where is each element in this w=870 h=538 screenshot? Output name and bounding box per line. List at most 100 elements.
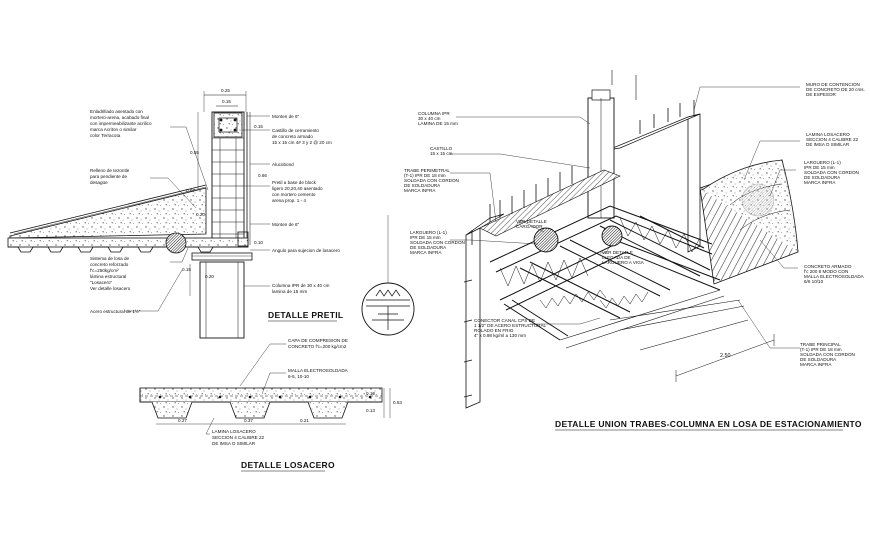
pretil-dim-bot1: 0.15 [182,267,191,272]
svg-text:"Losacero": "Losacero" [90,280,113,285]
pretil-detail: 0.25 0.15 0.55 0.15 0.66 [7,88,343,339]
svg-text:DE ESPESOR: DE ESPESOR [806,92,837,97]
svg-text:DE SOLDADURA: DE SOLDADURA [804,175,841,180]
svg-text:VER DETALLE: VER DETALLE [516,219,547,224]
note-conector: CONECTOR CANAL CPS DE 1 1/2" DE ACERO ES… [474,318,547,338]
note-larguero-right: LARGUERO (L-1) IPR DE 15 mm SOLDADA CON … [804,160,859,185]
note-malla: MALLA ELECTROSOLDADA 6-6, 10-10 [288,368,349,379]
svg-text:lamina de 15 mm: lamina de 15 mm [272,289,307,294]
svg-text:TRABE PERIMETRAL: TRABE PERIMETRAL [404,168,450,173]
svg-text:arena prop. 1 - 4: arena prop. 1 - 4 [272,198,306,203]
svg-text:(T-1) IPR DE 18 mm: (T-1) IPR DE 18 mm [800,347,842,352]
svg-text:MARCA INFRA: MARCA INFRA [804,180,836,185]
note-trabe-principal: TRABE PRINCIPAL (T-1) IPR DE 18 mm SOLDA… [800,342,855,367]
svg-text:LLEGADA DE: LLEGADA DE [602,255,631,260]
svg-text:con mortero cemento: con mortero cemento [272,192,316,197]
losacero-dim-1: 0.27 [178,418,187,423]
svg-text:SOLDADA CON CORDON: SOLDADA CON CORDON [410,240,465,245]
svg-text:LAMINA LOSACERO: LAMINA LOSACERO [806,132,850,137]
compression-layer [139,387,383,403]
losacero-dim-3: 0.21 [300,418,309,423]
svg-text:Relleno de tezontle: Relleno de tezontle [90,168,130,173]
note-relleno: Relleno de tezontle para pendiente de de… [90,168,130,185]
svg-text:Sistema de losa de: Sistema de losa de [90,256,130,261]
note-trabe-perimetral: TRABE PERIMETRAL (T-1) IPR DE 18 mm SOLD… [404,168,459,193]
svg-text:MALLA ELECTROSOLDADA: MALLA ELECTROSOLDADA [288,368,349,373]
note-angulo: Angulo para sujecion de losacero [272,248,340,253]
pretil-dim-side: 0.15 [254,124,263,129]
svg-text:CONECTOR CANAL CPS DE: CONECTOR CANAL CPS DE [474,318,535,323]
note-pretil-block: Pretil a base de block ligero 20,20,40 a… [272,180,323,203]
note-larguero-left: LARGUERO (L-1) IPR DE 15 mm SOLDADA CON … [410,230,465,255]
note-alucobond: Alucobond [272,162,294,167]
svg-text:SOLDADA CON CORDON: SOLDADA CON CORDON [800,352,855,357]
note-castillo: Castillo de cerramiento de concreto arma… [272,128,332,145]
svg-text:6/6 10/10: 6/6 10/10 [804,279,824,284]
svg-text:30 x 40 cm: 30 x 40 cm [418,116,441,121]
svg-text:TRABE PRINCIPAL: TRABE PRINCIPAL [800,342,841,347]
svg-text:1 1/2" DE ACERO ESTRUCTURAL: 1 1/2" DE ACERO ESTRUCTURAL [474,323,547,328]
svg-text:con impermeabilizante acrilico: con impermeabilizante acrilico [90,121,152,126]
retaining-wall [687,113,701,253]
note-monten-top: Monten de 6" [272,114,300,119]
note-sistema-losa: Sistema de losa de concreto reforzado f'… [90,256,131,291]
note-acero: Acero estructural de 1½" [90,308,141,314]
svg-text:15 x 15 cm: 15 x 15 cm [430,151,453,156]
svg-text:VER DETALLE: VER DETALLE [602,250,633,255]
losacero-detail: 0.27 0.37 0.21 0.10 0.13 0.53 CAPA DE CO… [139,338,402,472]
svg-text:LAMINA DE 15 mm: LAMINA DE 15 mm [418,121,458,126]
note-concreto-armado: CONCRETO ARMADO f'c 200 8 MODO CON MALLA… [804,264,865,284]
note-capa-compresion: CAPA DE COMPRESION DE CONCRETO f'c=200 k… [288,338,348,349]
castillo-cerramiento [213,112,243,138]
svg-text:DE SOLDADURA: DE SOLDADURA [404,183,441,188]
svg-text:Enladrillado asentado con: Enladrillado asentado con [90,109,143,114]
svg-text:4" x 0.98 kg/ml a 130 mm: 4" x 0.98 kg/ml a 130 mm [474,333,526,338]
svg-text:color Terracota: color Terracota [90,133,121,138]
note-monten-bot: Monten de 6" [272,222,300,227]
note-enladrillado: Enladrillado asentado con mortero-arena,… [90,109,152,138]
svg-text:MARCA INFRA: MARCA INFRA [410,250,442,255]
note-lamina: LAMINA LOSACERO SECCION 4 CALIBRE 22 DE … [212,429,265,446]
note-ver-llegada: VER DETALLE LLEGADA DE LARGUERO A VIGA [602,250,645,265]
svg-text:(T-1) IPR DE 18 mm: (T-1) IPR DE 18 mm [404,173,446,178]
pretil-title: DETALLE PRETIL [268,310,343,320]
union-title: DETALLE UNION TRABES-COLUMNA EN LOSA DE … [555,419,862,429]
losacero-title: DETALLE LOSACERO [241,460,335,470]
note-castillo-iso: CASTILLO 15 x 15 cm [430,146,453,156]
pretil-dim-inner: 0.15 [222,99,231,104]
union-dim: 2.50 [720,353,731,359]
callout-circle [165,232,187,254]
svg-text:DE IMSA O SIMILAR: DE IMSA O SIMILAR [212,441,256,446]
svg-text:15 x 15 cm 4# 3 y 2 @ 20 cm: 15 x 15 cm 4# 3 y 2 @ 20 cm [272,140,332,145]
note-muro-contencion: MURO DE CONTENCION DE CONCRETO DE 20 cms… [806,82,865,97]
union-detail: 2.50 COLUMNA IPR 30 x 40 cm LAMINA DE 15… [361,70,865,431]
ipr-column [199,261,245,339]
pretil-dim-bot2: 0.20 [205,274,214,279]
svg-text:MARCA INFRA: MARCA INFRA [800,362,832,367]
note-lamina-losacero: LAMINA LOSACERO SECCION 4 CALIBRE 22 DE … [806,132,859,147]
svg-text:concreto reforzado: concreto reforzado [90,262,129,267]
note-columna: Columna IPR de 30 x 40 cm lamina de 15 m… [272,283,330,294]
svg-text:IPR DE 15 mm: IPR DE 15 mm [804,165,835,170]
pretil-dim-mid: 0.66 [258,173,267,178]
svg-text:LARGUERO A VIGA: LARGUERO A VIGA [602,260,645,265]
svg-text:SECCION 4 CALIBRE 22: SECCION 4 CALIBRE 22 [212,435,265,440]
svg-text:ROLADO EN FRIO: ROLADO EN FRIO [474,328,514,333]
svg-text:CASTILLO: CASTILLO [430,146,453,151]
svg-text:SOLDADA CON CORDON: SOLDADA CON CORDON [404,178,459,183]
callout-circle-2 [601,225,623,247]
block-courses [212,137,244,244]
svg-text:COLUMNA IPR: COLUMNA IPR [418,111,450,116]
steel-beam [191,252,253,261]
svg-text:desagüe: desagüe [90,180,108,185]
svg-text:MALLA ELECTROSOLDADA: MALLA ELECTROSOLDADA [804,274,865,279]
losacero-dim-h2: 0.13 [366,408,375,413]
svg-text:CARGADOR: CARGADOR [516,224,543,229]
pretil-dim-s3: 0.10 [254,240,263,245]
svg-text:de concreto armado: de concreto armado [272,134,313,139]
svg-text:lámina estructural: lámina estructural [90,274,126,279]
svg-text:CAPA DE COMPRESION DE: CAPA DE COMPRESION DE [288,338,348,343]
losacero-slab [7,237,249,248]
losacero-dim-h1: 0.10 [366,391,375,396]
